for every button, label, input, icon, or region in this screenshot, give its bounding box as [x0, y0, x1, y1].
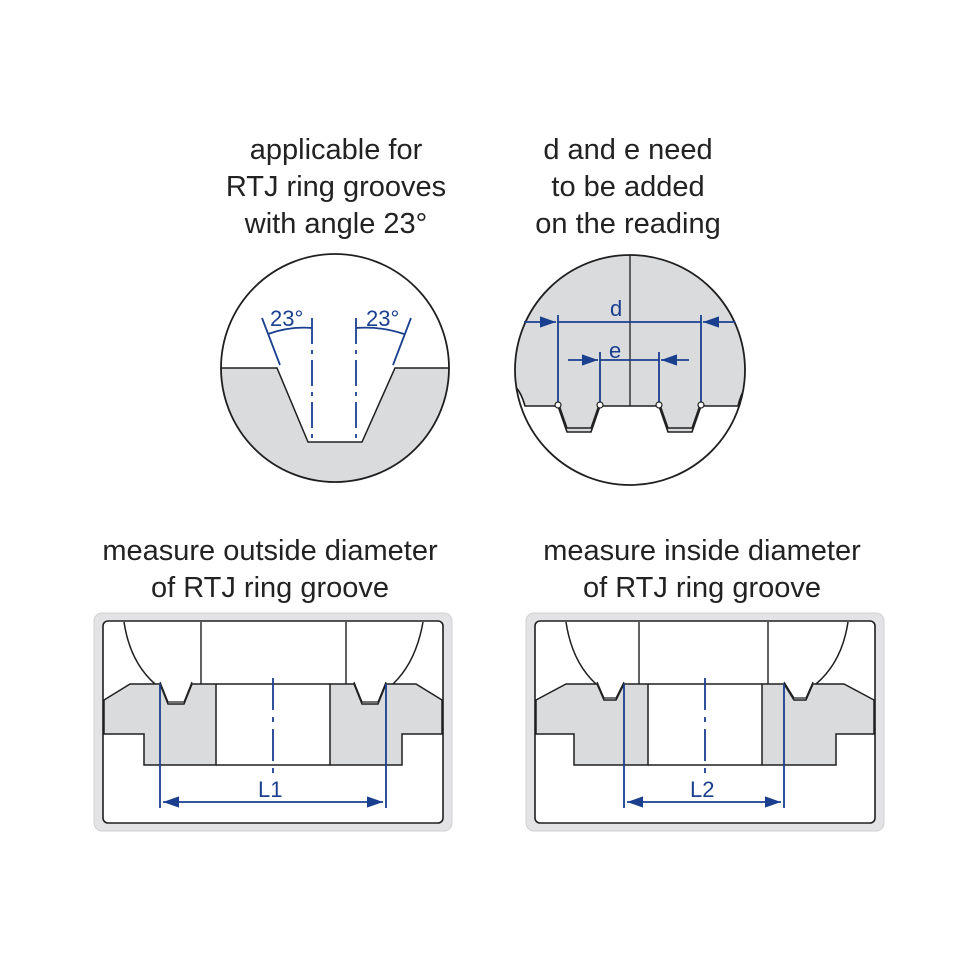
flange-upper-left [565, 621, 597, 685]
d-e-detail: d e [514, 254, 746, 486]
d-e-groove-lines [557, 401, 702, 429]
flange-lower-body [535, 683, 649, 766]
flange-upper-right [815, 621, 849, 685]
groove-angle-detail: 23° 23° [220, 253, 450, 483]
d-label: d [610, 296, 622, 321]
caption-inside-line-2: of RTJ ring groove [582, 572, 822, 604]
groove-insert [353, 681, 387, 703]
caption-angle-line-2: RTJ ring grooves [225, 171, 447, 203]
groove-angle-circle [220, 253, 450, 483]
flange-upper-right [392, 621, 424, 685]
caption-outside-line-1: measure outside diameter [102, 535, 438, 567]
caption-d-e-line-2: to be added [551, 171, 705, 203]
caption-d-e-line-3: on the reading [535, 208, 721, 240]
angle-arc-right [355, 326, 405, 335]
outside-diameter-panel: L1 [93, 612, 453, 832]
groove-insert [159, 681, 193, 703]
groove-angle-body [221, 367, 449, 482]
L2-label: L2 [690, 777, 714, 802]
caption-angle: applicable for RTJ ring grooves with ang… [186, 132, 486, 243]
groove-insert [596, 681, 625, 699]
caption-angle-line-1: applicable for [249, 134, 423, 166]
inside-diameter-panel: L2 [525, 612, 885, 832]
caption-outside-line-2: of RTJ ring groove [150, 572, 390, 604]
contact-ball [554, 401, 562, 409]
contact-ball [655, 401, 663, 409]
L1-label: L1 [258, 777, 282, 802]
flange-lower-body [761, 683, 875, 766]
caption-inside-line-1: measure inside diameter [543, 535, 861, 567]
caption-inside-diameter: measure inside diameter of RTJ ring groo… [492, 533, 912, 607]
caption-d-e: d and e need to be added on the reading [478, 132, 778, 243]
caption-angle-line-3: with angle 23° [244, 208, 428, 240]
e-label: e [609, 338, 621, 363]
groove-insert [783, 681, 814, 699]
angle-label-left: 23° [270, 306, 303, 331]
contact-ball [596, 401, 604, 409]
angle-label-right: 23° [366, 306, 399, 331]
caption-d-e-line-1: d and e need [543, 134, 713, 166]
flange-upper-left [123, 621, 156, 685]
angle-arc-left [267, 326, 313, 335]
d-e-circle [514, 254, 746, 486]
angle-ref-left [261, 317, 281, 366]
angle-ref-right [392, 317, 412, 366]
contact-ball [697, 401, 705, 409]
caption-outside-diameter: measure outside diameter of RTJ ring gro… [60, 533, 480, 607]
